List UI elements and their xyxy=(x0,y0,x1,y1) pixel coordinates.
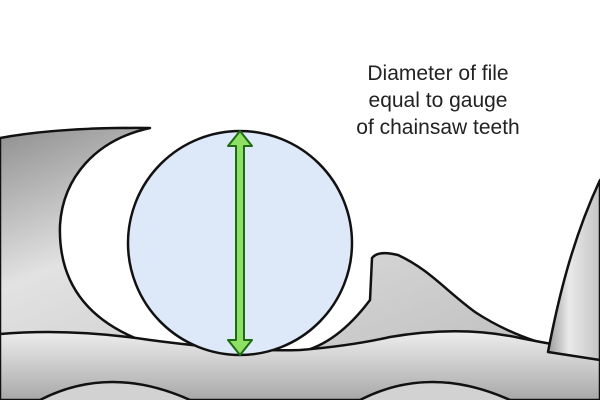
next-tooth xyxy=(546,178,600,362)
double-headed-arrow-icon xyxy=(227,130,253,356)
rivet-right xyxy=(359,380,511,400)
annotation-line-3: of chainsaw teeth xyxy=(356,116,520,139)
rivet-left xyxy=(39,380,191,400)
annotation-line-2: equal to gauge xyxy=(368,89,508,112)
annotation-line-1: Diameter of file xyxy=(367,62,509,85)
diameter-annotation: Diameter of file equal to gauge of chain… xyxy=(318,60,558,141)
